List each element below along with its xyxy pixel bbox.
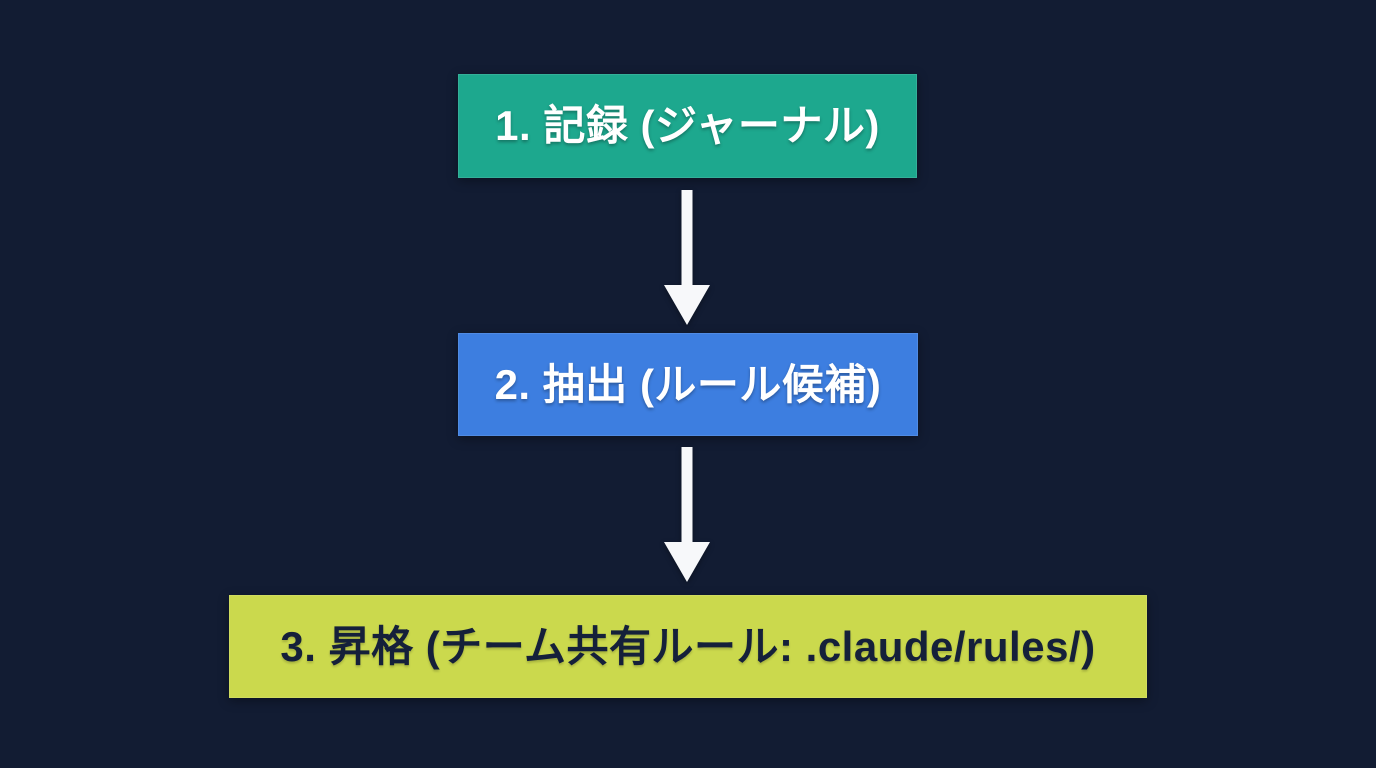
flow-step-promote-label: 3. 昇格 (チーム共有ルール: .claude/rules/)	[280, 622, 1096, 670]
flow-step-extract: 2. 抽出 (ルール候補)	[458, 333, 918, 436]
flow-step-extract-label: 2. 抽出 (ルール候補)	[494, 360, 882, 408]
down-arrow-icon	[664, 190, 710, 325]
flow-step-record-label: 1. 記録 (ジャーナル)	[495, 102, 880, 149]
down-arrow-icon	[664, 447, 710, 582]
flow-step-record: 1. 記録 (ジャーナル)	[458, 74, 917, 178]
flow-step-promote: 3. 昇格 (チーム共有ルール: .claude/rules/)	[229, 595, 1147, 698]
